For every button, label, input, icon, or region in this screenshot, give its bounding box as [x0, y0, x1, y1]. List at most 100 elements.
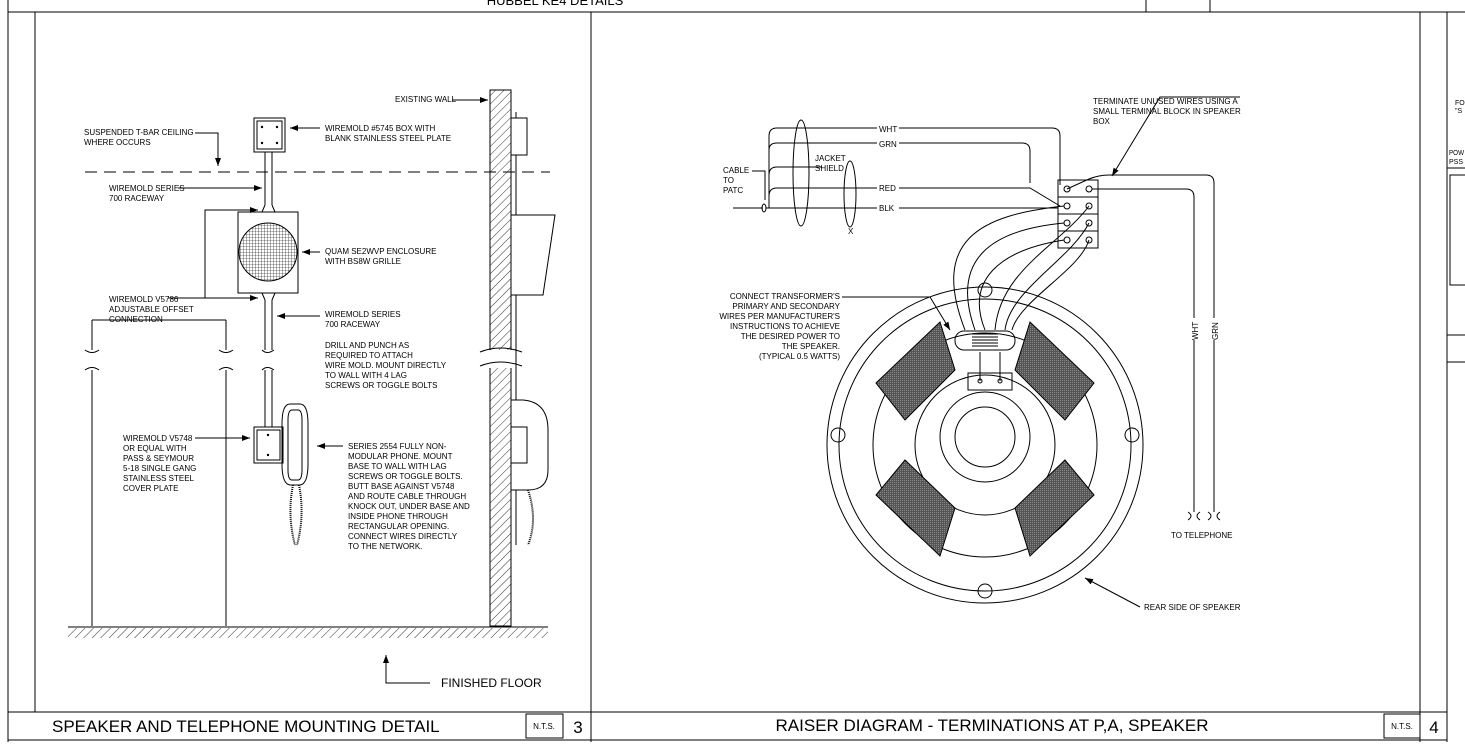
- svg-text:SCREWS OR TOGGLE BOLTS: SCREWS OR TOGGLE BOLTS: [325, 381, 437, 390]
- label-rear-side: REAR SIDE OF SPEAKER: [1144, 603, 1241, 612]
- svg-text:BOX: BOX: [1093, 117, 1111, 126]
- svg-text:STAINLESS STEEL: STAINLESS STEEL: [123, 474, 195, 483]
- label-enclosure: QUAM SE2WVP ENCLOSURE: [325, 247, 436, 256]
- label-phone-note: SERIES 2554 FULLY NON- MODULAR PHONE. MO…: [348, 442, 470, 551]
- speaker-enclosure: [237, 211, 299, 294]
- label-cable: CABLE TO PATC: [723, 166, 749, 195]
- title-block-4: RAISER DIAGRAM - TERMINATIONS AT P,A, SP…: [776, 713, 1439, 739]
- svg-text:TO: TO: [723, 176, 734, 185]
- svg-text:INSIDE PHONE THROUGH: INSIDE PHONE THROUGH: [348, 512, 448, 521]
- speaker-sector: [1014, 321, 1095, 421]
- detail-4-title: RAISER DIAGRAM - TERMINATIONS AT P,A, SP…: [776, 716, 1209, 735]
- edge-fragment: FO: [1455, 100, 1465, 107]
- label-v5748: WIREMOLD V5748 OR EQUAL WITH PASS & SEYM…: [123, 434, 196, 493]
- svg-text:CONNECT WIRES DIRECTLY: CONNECT WIRES DIRECTLY: [348, 532, 458, 541]
- label-wire-wht: WHT: [879, 125, 897, 134]
- label-enclosure: WITH BS8W GRILLE: [325, 257, 401, 266]
- label-to-telephone: TO TELEPHONE: [1171, 531, 1233, 540]
- speaker-sector: [875, 321, 956, 421]
- title-block-3: SPEAKER AND TELEPHONE MOUNTING DETAIL N.…: [52, 713, 583, 739]
- svg-text:THE SPEAKER.: THE SPEAKER.: [782, 342, 840, 351]
- svg-text:(TYPICAL 0.5 WATTS): (TYPICAL 0.5 WATTS): [759, 352, 840, 361]
- svg-text:PASS & SEYMOUR: PASS & SEYMOUR: [123, 454, 194, 463]
- speaker-sector: [1014, 459, 1095, 557]
- edge-fragment: POW: [1449, 150, 1464, 157]
- svg-text:WIRES PER MANUFACTURER'S: WIRES PER MANUFACTURER'S: [719, 312, 840, 321]
- svg-text:THE DESIRED POWER TO: THE DESIRED POWER TO: [741, 332, 840, 341]
- detail-4-scale: N.T.S.: [1391, 722, 1413, 731]
- label-shield: SHIELD: [815, 164, 844, 173]
- svg-text:PATC: PATC: [723, 186, 743, 195]
- svg-text:INSTRUCTIONS TO ACHIEVE: INSTRUCTIONS TO ACHIEVE: [730, 322, 840, 331]
- detail-4-number: 4: [1429, 718, 1438, 737]
- terminal-block: [1057, 179, 1099, 249]
- edge-fragment: PSS: [1449, 159, 1463, 166]
- svg-text:COVER PLATE: COVER PLATE: [123, 484, 178, 493]
- speaker-sector: [875, 459, 956, 557]
- svg-text:TO WALL WITH 4 LAG: TO WALL WITH 4 LAG: [325, 371, 407, 380]
- svg-text:REQUIRED TO ATTACH: REQUIRED TO ATTACH: [325, 351, 413, 360]
- wall-phone: [511, 399, 549, 545]
- detail-3-scale: N.T.S.: [533, 722, 555, 731]
- svg-text:MODULAR PHONE. MOUNT: MODULAR PHONE. MOUNT: [348, 452, 453, 461]
- shield-ellipse: [843, 160, 857, 228]
- label-box-5745: WIREMOLD #5745 BOX WITH: [325, 124, 435, 133]
- phone-cord: [289, 484, 303, 546]
- detail-3-title: SPEAKER AND TELEPHONE MOUNTING DETAIL: [52, 717, 440, 736]
- edge-fragment: "S: [1455, 108, 1462, 115]
- svg-text:TO THE NETWORK.: TO THE NETWORK.: [348, 542, 422, 551]
- svg-text:PRIMARY AND SECONDARY: PRIMARY AND SECONDARY: [732, 302, 840, 311]
- label-transformer-note: CONNECT TRANSFORMER'S PRIMARY AND SECOND…: [719, 292, 840, 361]
- svg-text:DRILL AND PUNCH AS: DRILL AND PUNCH AS: [325, 341, 409, 350]
- svg-text:KNOCK OUT, UNDER BASE AND: KNOCK OUT, UNDER BASE AND: [348, 502, 470, 511]
- label-terminate-note: TERMINATE UNUSED WIRES USING A SMALL TER…: [1093, 97, 1241, 126]
- svg-text:CABLE: CABLE: [723, 166, 749, 175]
- wiremold-v5748-box: [253, 426, 284, 464]
- floor-hatch: [68, 628, 548, 638]
- label-raceway-lower: WIREMOLD SERIES: [325, 310, 401, 319]
- svg-text:AND ROUTE CABLE THROUGH: AND ROUTE CABLE THROUGH: [348, 492, 466, 501]
- label-offset: WIREMOLD V5786: [109, 295, 179, 304]
- detail-3-drawing: [68, 89, 556, 684]
- label-ceiling: SUSPENDED T-BAR CEILING: [84, 128, 194, 137]
- svg-text:SMALL TERMINAL BLOCK IN SPEAKE: SMALL TERMINAL BLOCK IN SPEAKER: [1093, 107, 1241, 116]
- label-offset: ADJUSTABLE OFFSET: [109, 305, 194, 314]
- svg-text:BASE TO WALL WITH LAG: BASE TO WALL WITH LAG: [348, 462, 447, 471]
- svg-text:TERMINATE UNUSED WIRES USING A: TERMINATE UNUSED WIRES USING A: [1093, 97, 1238, 106]
- label-wire-grn: GRN: [879, 140, 897, 149]
- label-raceway-lower: 700 RACEWAY: [325, 320, 381, 329]
- label-existing-wall: EXISTING WALL: [395, 95, 457, 104]
- telephone: [281, 403, 309, 486]
- speaker-grille: [238, 222, 298, 282]
- label-x: X: [848, 227, 854, 236]
- label-wire-blk: BLK: [879, 204, 895, 213]
- label-raceway-upper: 700 RACEWAY: [109, 194, 165, 203]
- svg-text:5-18 SINGLE GANG: 5-18 SINGLE GANG: [123, 464, 196, 473]
- label-box-5745: BLANK STAINLESS STEEL PLATE: [325, 134, 451, 143]
- label-wire-red: RED: [879, 184, 896, 193]
- label-raceway-upper: WIREMOLD SERIES: [109, 184, 185, 193]
- label-vertical-wht: WHT: [1191, 322, 1200, 340]
- label-offset: CONNECTION: [109, 315, 163, 324]
- svg-text:SCREWS OR TOGGLE BOLTS.: SCREWS OR TOGGLE BOLTS.: [348, 472, 463, 481]
- svg-text:SERIES 2554 FULLY NON-: SERIES 2554 FULLY NON-: [348, 442, 447, 451]
- svg-text:OR EQUAL WITH: OR EQUAL WITH: [123, 444, 187, 453]
- detail-4-labels: TERMINATE UNUSED WIRES USING A SMALL TER…: [719, 97, 1241, 612]
- speaker-rear: [826, 282, 1144, 604]
- label-vertical-grn: GRN: [1211, 322, 1220, 340]
- label-ceiling: WHERE OCCURS: [84, 138, 151, 147]
- svg-text:CONNECT TRANSFORMER'S: CONNECT TRANSFORMER'S: [730, 292, 840, 301]
- label-finished-floor: FINISHED FLOOR: [441, 676, 542, 690]
- svg-text:RECTANGULAR OPENING.: RECTANGULAR OPENING.: [348, 522, 449, 531]
- transformer: [954, 330, 1016, 351]
- jacket-ellipse: [792, 119, 810, 227]
- sheet-frame: [7, 0, 1465, 742]
- sheet-header-title: HUBBEL KE4 DETAILS: [487, 0, 624, 8]
- detail-3-labels: EXISTING WALL SUSPENDED T-BAR CEILING WH…: [84, 95, 542, 690]
- label-drill-note: DRILL AND PUNCH AS REQUIRED TO ATTACH WI…: [325, 341, 447, 390]
- svg-text:BUTT BASE AGAINST V5748: BUTT BASE AGAINST V5748: [348, 482, 455, 491]
- svg-text:WIRE MOLD. MOUNT DIRECTLY: WIRE MOLD. MOUNT DIRECTLY: [325, 361, 447, 370]
- label-jacket: JACKET: [815, 154, 846, 163]
- wiremold-5745-box: [253, 117, 286, 153]
